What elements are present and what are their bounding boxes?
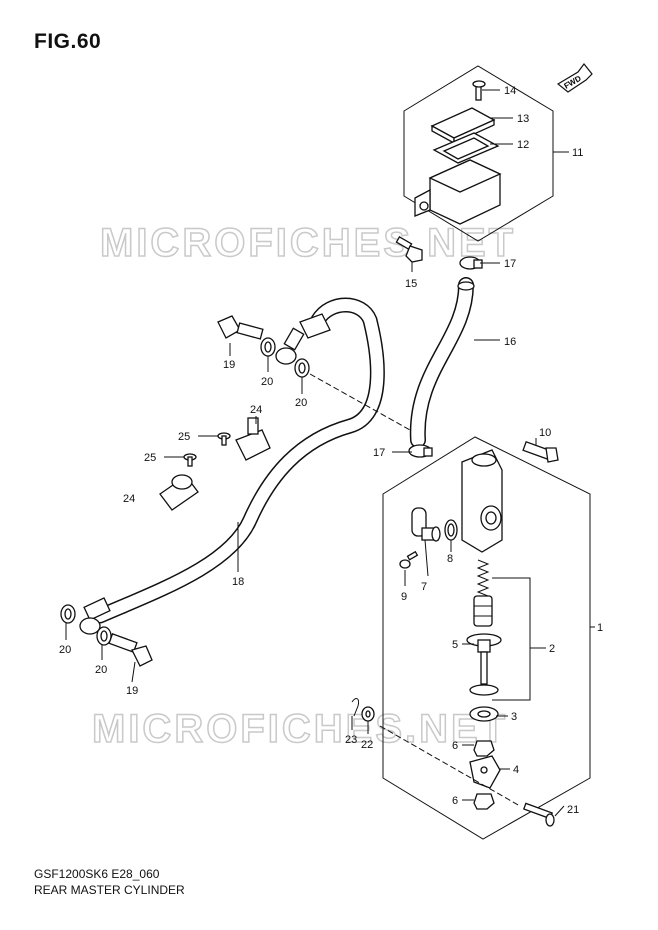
- screw-part: [472, 80, 486, 101]
- screw-part-9: [399, 550, 419, 569]
- callout-20-a: 20: [261, 376, 273, 388]
- rod-boot-part: [469, 706, 499, 722]
- boot-part: [466, 633, 502, 653]
- banjo-bolt-lower: [108, 633, 153, 667]
- reservoir-hose-part: [411, 278, 473, 447]
- bolt-part: [395, 236, 423, 263]
- callout-23: 23: [345, 734, 357, 746]
- figure-title: FIG.60: [34, 30, 102, 53]
- callout-25-a: 25: [178, 431, 190, 443]
- callout-21: 21: [567, 804, 579, 816]
- push-rod-part: [480, 651, 488, 685]
- callout-25-b: 25: [144, 452, 156, 464]
- diaphragm-part: [432, 132, 500, 164]
- callout-17-top: 17: [504, 258, 516, 270]
- screw-part-25a: [217, 432, 231, 446]
- callout-24-lower: 24: [123, 493, 135, 505]
- callout-16: 16: [504, 336, 516, 348]
- dash-line-1: [309, 373, 411, 431]
- brake-hose-part: [94, 299, 384, 622]
- callout-20-c: 20: [59, 644, 71, 656]
- washer-part-2: [294, 358, 310, 378]
- callout-7: 7: [421, 581, 427, 593]
- callout-12: 12: [517, 139, 529, 151]
- figure-code: GSF1200SK6 E28_060: [34, 867, 160, 881]
- washer-part-1: [260, 337, 276, 357]
- nut-part-upper: [473, 740, 495, 757]
- callout-10: 10: [539, 427, 551, 439]
- nut-part-lower: [473, 793, 495, 810]
- hose-fitting-upper: [275, 313, 331, 365]
- callout-4: 4: [513, 764, 519, 776]
- hose-clamp-bracket-lower: [159, 474, 199, 511]
- callout-6-upper: 6: [452, 740, 458, 752]
- fwd-arrow-icon: FWD: [556, 63, 593, 93]
- hose-end-top: [457, 281, 475, 291]
- union-fitting-part: [411, 507, 441, 542]
- washer-part-3: [60, 604, 76, 624]
- callout-19-upper: 19: [223, 359, 235, 371]
- callout-2: 2: [549, 643, 555, 655]
- piston-part: [473, 595, 493, 627]
- washer-part-4: [96, 626, 112, 646]
- callout-19-lower: 19: [126, 685, 138, 697]
- callout-3: 3: [511, 711, 517, 723]
- callout-5: 5: [452, 639, 458, 651]
- figure-name: REAR MASTER CYLINDER: [34, 883, 185, 897]
- callout-22: 22: [361, 739, 373, 751]
- callout-9: 9: [401, 591, 407, 603]
- master-cylinder-body-part: [461, 449, 503, 553]
- brake-hose-outline: [92, 297, 385, 624]
- callout-20-b: 20: [295, 397, 307, 409]
- callout-17-lower: 17: [373, 447, 385, 459]
- leader-lines: [65, 89, 595, 817]
- reservoir-body-part: [414, 159, 502, 225]
- hose-clamp-part: [459, 256, 483, 270]
- callout-8: 8: [447, 553, 453, 565]
- cotter-pin-part: [351, 698, 359, 717]
- callout-18: 18: [232, 576, 244, 588]
- watermark-top: MICROFICHES.NET: [100, 221, 516, 265]
- callout-1: 1: [597, 622, 603, 634]
- reservoir-group-outline: [403, 65, 554, 242]
- banjo-bolt-upper: [217, 315, 264, 340]
- callout-20-d: 20: [95, 664, 107, 676]
- callout-6-lower: 6: [452, 795, 458, 807]
- hose-clamp-bracket-upper: [235, 417, 271, 461]
- clevis-part: [469, 755, 501, 789]
- callout-15: 15: [405, 278, 417, 290]
- callout-11: 11: [572, 147, 583, 159]
- o-ring-part: [444, 519, 458, 541]
- circlip-part: [469, 684, 499, 696]
- callout-13: 13: [517, 113, 529, 125]
- clevis-pin-part: [522, 802, 555, 827]
- callout-14: 14: [504, 85, 516, 97]
- washer-part-22: [361, 706, 375, 722]
- hose-clamp-lower-part: [408, 444, 433, 458]
- screw-part-25b: [183, 453, 197, 467]
- spring-part: [476, 559, 490, 597]
- hose-fitting-lower: [79, 597, 111, 635]
- mounting-bolt-part: [522, 440, 559, 463]
- callout-24-upper: 24: [250, 404, 262, 416]
- watermark-bottom: MICROFICHES.NET: [92, 707, 508, 751]
- master-cylinder-group-outline: [382, 436, 591, 840]
